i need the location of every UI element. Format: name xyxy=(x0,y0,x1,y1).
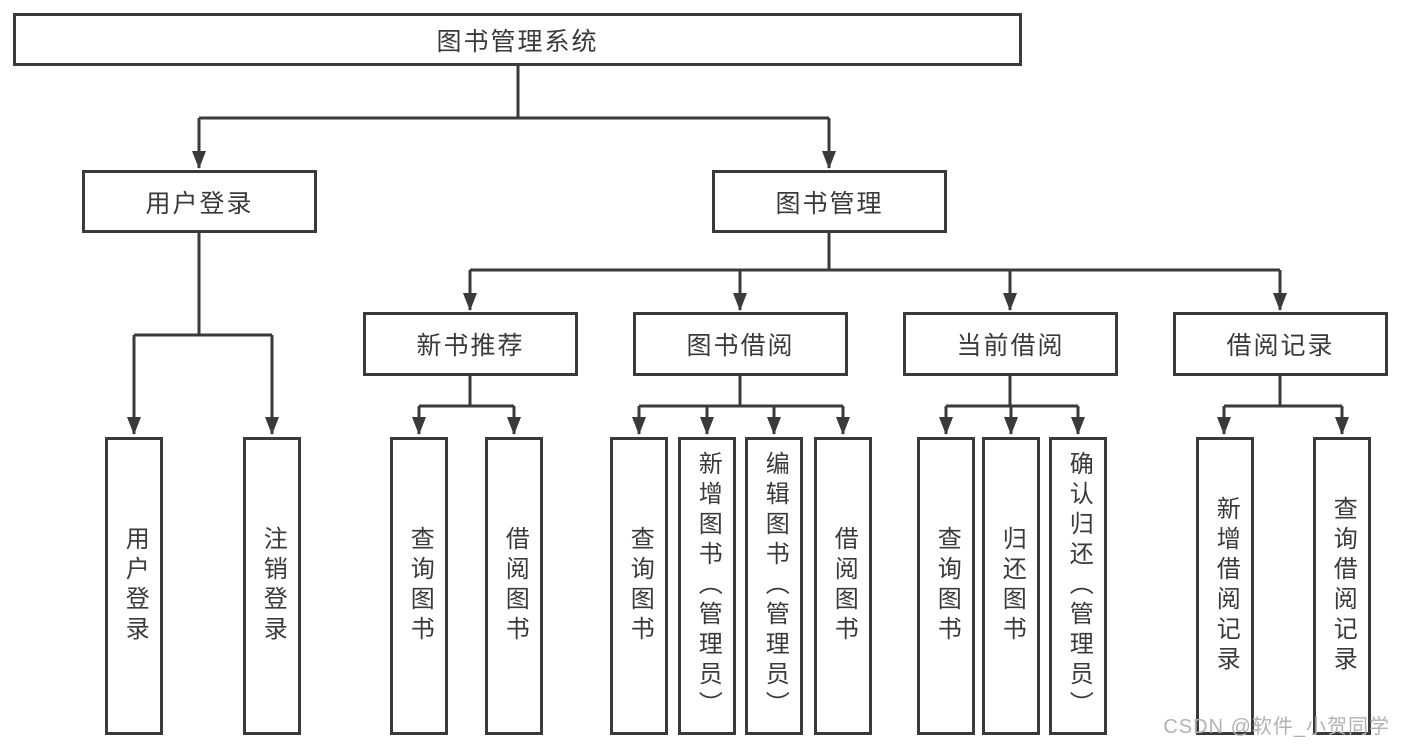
connector-user-login xyxy=(134,233,272,337)
node-user-login: 用户登录 xyxy=(82,170,317,233)
leaf-logout: 注销登录 xyxy=(243,437,301,735)
leaf-label: 查询图书 xyxy=(406,526,434,646)
csdn-watermark: CSDN @软件_小贺同学 xyxy=(1163,716,1390,738)
node-borrowing-records: 借阅记录 xyxy=(1173,312,1388,376)
leaf-add-books-admin: 新增图书（管理员） xyxy=(678,437,736,735)
node-book-management: 图书管理 xyxy=(712,170,947,233)
leaf-return-books: 归还图书 xyxy=(982,437,1040,735)
connector-root xyxy=(199,66,829,120)
leaf-label: 新增借阅记录 xyxy=(1212,496,1240,676)
leaf-query-books-borrowing: 查询图书 xyxy=(610,437,668,735)
leaf-label: 注销登录 xyxy=(259,526,287,646)
leaf-label: 借阅图书 xyxy=(830,526,858,646)
leaf-label: 新增图书（管理员） xyxy=(694,451,722,721)
leaf-label: 查询图书 xyxy=(933,526,961,646)
node-new-book-recommend: 新书推荐 xyxy=(363,312,578,376)
connector-borrow-records xyxy=(1224,376,1342,408)
leaf-query-books-current: 查询图书 xyxy=(917,437,975,735)
leaf-label: 编辑图书（管理员） xyxy=(761,451,789,721)
connector-new-book-recommend xyxy=(419,376,514,408)
leaf-borrow-books-recommend: 借阅图书 xyxy=(485,437,543,735)
connector-book-borrowing xyxy=(639,376,843,408)
leaf-confirm-return-admin: 确认归还（管理员） xyxy=(1049,437,1107,735)
leaf-edit-books-admin: 编辑图书（管理员） xyxy=(745,437,803,735)
leaf-add-borrow-record: 新增借阅记录 xyxy=(1196,437,1254,735)
leaf-user-login: 用户登录 xyxy=(105,437,163,735)
node-library-management-system: 图书管理系统 xyxy=(13,13,1022,66)
leaf-query-borrow-record: 查询借阅记录 xyxy=(1313,437,1371,735)
node-current-borrowing: 当前借阅 xyxy=(903,312,1118,376)
connector-book-management xyxy=(470,233,1280,272)
leaf-label: 归还图书 xyxy=(998,526,1026,646)
leaf-label: 确认归还（管理员） xyxy=(1065,451,1093,721)
connector-current-borrowing xyxy=(946,376,1078,408)
node-book-borrowing: 图书借阅 xyxy=(633,312,848,376)
leaf-borrow-books-borrowing: 借阅图书 xyxy=(814,437,872,735)
leaf-label: 查询图书 xyxy=(626,526,654,646)
leaf-label: 查询借阅记录 xyxy=(1329,496,1357,676)
leaf-label: 用户登录 xyxy=(121,526,149,646)
leaf-query-books-recommend: 查询图书 xyxy=(390,437,448,735)
leaf-label: 借阅图书 xyxy=(501,526,529,646)
